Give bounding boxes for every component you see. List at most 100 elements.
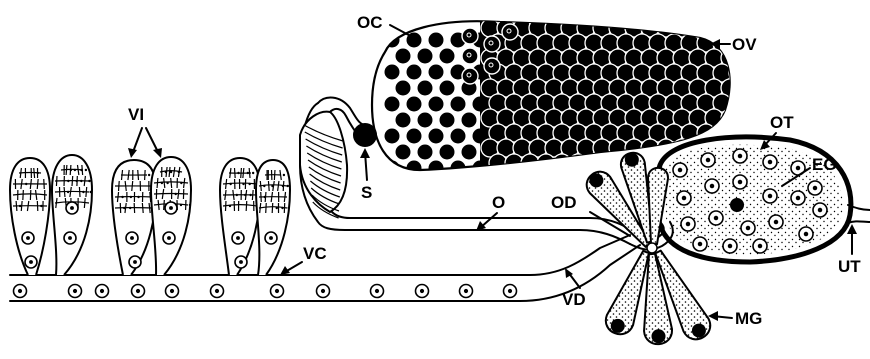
oocyte-transition xyxy=(484,58,500,74)
follicle-nucleus-dot xyxy=(236,236,240,240)
oocyte-dark xyxy=(451,129,466,144)
label-oc: OC xyxy=(357,13,383,32)
oocyte-transition xyxy=(462,68,478,84)
oocyte-light xyxy=(537,154,555,172)
vitellarium-follicle xyxy=(256,160,290,275)
vitelline-cell-dot xyxy=(706,158,710,162)
oocyte-dark xyxy=(429,129,444,144)
oocyte-dark xyxy=(418,145,433,160)
oocyte-light xyxy=(585,154,603,172)
vitelline-cell-dot xyxy=(686,222,690,226)
oocyte-transition xyxy=(484,36,500,52)
vitelline-cell-dot xyxy=(738,154,742,158)
mehlis-lobe-nucleus xyxy=(611,319,625,333)
label-vd: VD xyxy=(562,290,586,309)
oocyte-dark xyxy=(407,161,422,176)
oocyte-light xyxy=(601,154,619,172)
oocyte-dark xyxy=(385,161,400,176)
vc-nucleus-dot xyxy=(508,289,512,293)
oocyte-dark xyxy=(418,49,433,64)
vitelline-cell-dot xyxy=(804,232,808,236)
follicle-nucleus-dot xyxy=(239,260,243,264)
follicle-nucleus-dot xyxy=(133,260,137,264)
vitelline-cell-dot xyxy=(738,180,742,184)
oocyte-dark xyxy=(440,113,455,128)
label-vi: VI xyxy=(128,105,144,124)
vc-nucleus-dot xyxy=(321,289,325,293)
oocyte-light xyxy=(609,139,627,157)
oocyte-dark xyxy=(429,97,444,112)
vitelline-cell-dot xyxy=(710,184,714,188)
vitelline-cell-dot xyxy=(682,196,686,200)
follicle-nucleus-dot xyxy=(29,260,33,264)
oocyte-light xyxy=(729,94,747,112)
vc-nucleus-dot xyxy=(375,289,379,293)
label-s: S xyxy=(361,183,372,202)
oocyte-light xyxy=(489,154,507,172)
vitellarium-follicle xyxy=(151,157,191,275)
oocyte-dark xyxy=(440,49,455,64)
oocyte-light xyxy=(689,19,707,37)
label-ov: OV xyxy=(732,35,757,54)
mehlis-lobe-nucleus xyxy=(589,173,603,187)
ootype xyxy=(656,137,870,262)
oocyte-dark xyxy=(407,97,422,112)
mehlis-lobe-nucleus xyxy=(651,329,665,343)
oocyte-dark xyxy=(451,97,466,112)
oocyte-light xyxy=(593,139,611,157)
oocyte-dark xyxy=(473,97,488,112)
follicle-nucleus-dot xyxy=(169,206,173,210)
oocyte-light xyxy=(721,109,739,127)
vitelline-cell-dot xyxy=(768,194,772,198)
oocyte-dark xyxy=(462,113,477,128)
vitelline-cell-dot xyxy=(818,208,822,212)
vc-nucleus-dot xyxy=(73,289,77,293)
oocyte-dark xyxy=(429,33,444,48)
mehlis-lobe-nucleus xyxy=(692,324,706,338)
follicle-nucleus-dot xyxy=(167,236,171,240)
vitelline-cell-dot xyxy=(728,244,732,248)
oocyte-dark xyxy=(418,81,433,96)
seminal-receptacle xyxy=(354,124,376,146)
vitelline-cell-dot xyxy=(678,168,682,172)
label-od: OD xyxy=(551,193,577,212)
vc-nucleus-dot xyxy=(275,289,279,293)
vc-nucleus-dot xyxy=(170,289,174,293)
vitellarium-follicle xyxy=(52,155,92,275)
vc-nucleus-dot xyxy=(100,289,104,293)
vitelline-cell-dot xyxy=(714,216,718,220)
label-ot: OT xyxy=(770,113,794,132)
oocyte-light xyxy=(729,64,747,82)
oocyte-dark xyxy=(396,49,411,64)
vitelline-cell-dot xyxy=(698,242,702,246)
oocyte-dark xyxy=(440,145,455,160)
oocyte-dark xyxy=(396,145,411,160)
mehlis-lobe-nucleus xyxy=(625,153,639,167)
oocyte-dark xyxy=(385,65,400,80)
egg-nucleus xyxy=(730,198,744,212)
oocyte-dark xyxy=(385,33,400,48)
oocyte-dark xyxy=(385,97,400,112)
oocyte-dark xyxy=(473,161,488,176)
vitelline-cell-dot xyxy=(758,244,762,248)
vc-nucleus-dot xyxy=(215,289,219,293)
oocyte-dark xyxy=(418,113,433,128)
oocyte-dark xyxy=(385,129,400,144)
vc-nucleus-dot xyxy=(136,289,140,293)
oocyte-dark xyxy=(396,81,411,96)
label-ut: UT xyxy=(838,257,861,276)
vitelline-cell-dot xyxy=(796,166,800,170)
follicle-nucleus-dot xyxy=(130,236,134,240)
oocyte-light xyxy=(705,19,723,37)
vitelline-cell-dot xyxy=(796,196,800,200)
oocyte-dark xyxy=(429,161,444,176)
vitelline-cell-dot xyxy=(746,226,750,230)
oocyte-dark xyxy=(396,113,411,128)
vitelline-cell-dot xyxy=(813,186,817,190)
oocyte-dark xyxy=(462,145,477,160)
label-eg: EG xyxy=(812,155,837,174)
oocyte-dark xyxy=(429,65,444,80)
label-o: O xyxy=(492,193,505,212)
